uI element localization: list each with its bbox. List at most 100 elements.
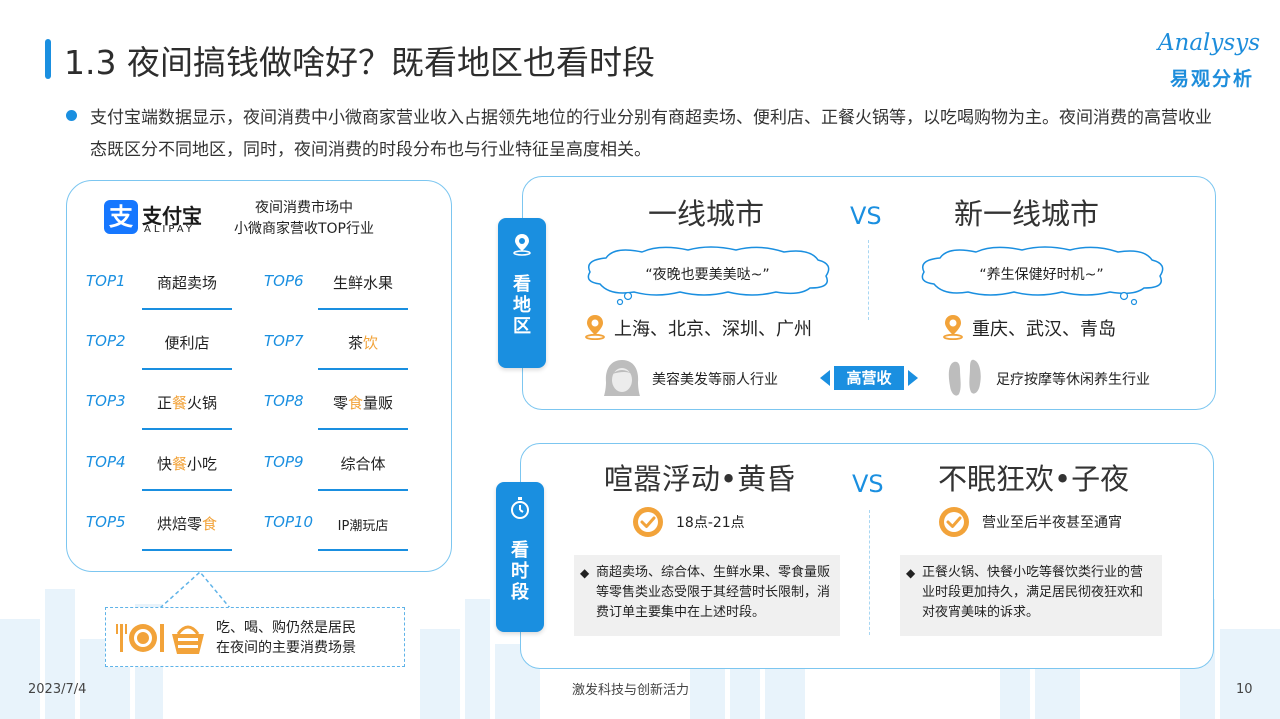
location-pin-icon bbox=[513, 234, 531, 256]
top-industries-panel bbox=[66, 180, 452, 572]
panel-title-line1: 夜间消费市场中 bbox=[255, 200, 353, 216]
top-name: 便利店 bbox=[164, 334, 210, 352]
callout-text: 吃、喝、购仍然是居民 在夜间的主要消费场景 bbox=[216, 618, 356, 658]
top-item: TOP2 便利店 bbox=[86, 332, 286, 372]
dusk-description-text: 商超卖场、综合体、生鲜水果、零食量贩等零售类业态受限于其经营时长限制，消费订单主… bbox=[596, 565, 831, 620]
feet-icon bbox=[948, 359, 981, 396]
map-pin-icon bbox=[943, 315, 963, 340]
top-name: 正餐火锅 bbox=[156, 394, 218, 412]
top-name: 零食量贩 bbox=[332, 394, 394, 412]
analysys-logo: Analysys 易观分析 bbox=[1130, 30, 1260, 92]
top-underline bbox=[318, 549, 408, 551]
top-name: 烘焙零食 bbox=[156, 515, 218, 533]
top-underline bbox=[318, 489, 408, 491]
top-rank: TOP3 bbox=[86, 392, 126, 410]
callout-line1: 吃、喝、购仍然是居民 bbox=[216, 620, 356, 636]
top-rank: TOP1 bbox=[86, 272, 126, 290]
top-item: TOP1 商超卖场 bbox=[86, 272, 286, 312]
top-name: 茶饮 bbox=[347, 334, 379, 352]
time-tab: 看 时 段 bbox=[496, 482, 544, 632]
footer-date: 2023/7/4 bbox=[28, 682, 87, 697]
shopping-basket-icon bbox=[172, 625, 204, 654]
high-revenue-badge: 高营收 bbox=[820, 366, 918, 390]
callout-box: 吃、喝、购仍然是居民 在夜间的主要消费场景 bbox=[105, 607, 405, 667]
top-underline bbox=[318, 368, 408, 370]
badge-arrow-right bbox=[908, 370, 918, 386]
dusk-time-label: 18点-21点 bbox=[676, 515, 745, 531]
top-item: TOP9 综合体 bbox=[264, 453, 464, 493]
midnight-description-text: 正餐火锅、快餐小吃等餐饮类行业的营业时段更加持久，满足居民彻夜狂欢和对夜宵美味的… bbox=[922, 565, 1144, 620]
dusk-heading: 喧嚣浮动•黄昏 bbox=[604, 462, 796, 496]
time-vs: VS bbox=[852, 470, 884, 498]
top-underline bbox=[142, 489, 232, 491]
page-title: 1.3 夜间搞钱做啥好？既看地区也看时段 bbox=[64, 43, 655, 82]
woman-face-icon bbox=[604, 360, 640, 396]
bullet-dot bbox=[66, 110, 77, 121]
panel-title: 夜间消费市场中 小微商家营收TOP行业 bbox=[224, 198, 384, 240]
top-rank: TOP8 bbox=[264, 392, 304, 410]
stopwatch-icon bbox=[511, 497, 529, 519]
tier1-city-list: 上海、北京、深圳、广州 bbox=[614, 319, 812, 340]
cloud-bubble-icon bbox=[587, 246, 830, 306]
check-circle-icon bbox=[633, 507, 663, 537]
new-tier1-industry-label: 足疗按摩等休闲养生行业 bbox=[996, 372, 1150, 388]
top-rank: TOP2 bbox=[86, 332, 126, 350]
region-tab-label: 看 地 区 bbox=[513, 274, 531, 337]
midnight-heading: 不眠狂欢•子夜 bbox=[938, 462, 1130, 496]
tier1-industry-label: 美容美发等丽人行业 bbox=[652, 372, 778, 388]
top-rank: TOP4 bbox=[86, 453, 126, 471]
badge-label: 高营收 bbox=[834, 366, 904, 390]
top-rank: TOP5 bbox=[86, 513, 126, 531]
badge-arrow-left bbox=[820, 370, 830, 386]
cloud-bubble-icon bbox=[921, 246, 1164, 306]
top-underline bbox=[142, 368, 232, 370]
top-item: TOP4 快餐小吃 bbox=[86, 453, 286, 493]
panel-title-line2: 小微商家营收TOP行业 bbox=[233, 221, 374, 237]
top-rank: TOP10 bbox=[264, 513, 314, 531]
alipay-en: ALIPAY bbox=[144, 224, 195, 235]
tier1-thought-bubble: “夜晚也要美美哒~” bbox=[580, 244, 835, 306]
top-underline bbox=[318, 308, 408, 310]
top-underline bbox=[318, 428, 408, 430]
region-tab: 看 地 区 bbox=[498, 218, 546, 368]
tier1-heading: 一线城市 bbox=[648, 197, 765, 231]
diamond-bullet: ◆ bbox=[906, 566, 916, 580]
footer-tagline: 激发科技与创新活力 bbox=[572, 683, 690, 698]
top-item: TOP5 烘焙零食 bbox=[86, 513, 286, 553]
top-rank: TOP6 bbox=[264, 272, 304, 290]
top-item: TOP10 IP潮玩店 bbox=[264, 513, 464, 553]
top-underline bbox=[142, 549, 232, 551]
map-pin-icon bbox=[585, 315, 605, 340]
top-name: 商超卖场 bbox=[156, 274, 217, 292]
new-tier1-thought-bubble: “养生保健好时机~” bbox=[914, 244, 1169, 306]
callout-pointer bbox=[159, 570, 231, 609]
top-item: TOP6 生鲜水果 bbox=[264, 272, 464, 312]
new-tier1-heading: 新一线城市 bbox=[954, 197, 1100, 231]
midnight-time-label: 营业至后半夜甚至通宵 bbox=[982, 515, 1122, 531]
callout-line2: 在夜间的主要消费场景 bbox=[216, 640, 356, 656]
intro-paragraph: 支付宝端数据显示，夜间消费中小微商家营业收入占据领先地位的行业分别有商超卖场、便… bbox=[90, 108, 1212, 160]
top-item: TOP8 零食量贩 bbox=[264, 392, 464, 432]
top-name: 快餐小吃 bbox=[156, 455, 218, 473]
page-number: 10 bbox=[1236, 682, 1253, 697]
tier1-quote: “夜晚也要美美哒~” bbox=[645, 267, 770, 283]
top-item: TOP7 茶饮 bbox=[264, 332, 464, 372]
time-tab-label: 看 时 段 bbox=[511, 540, 529, 603]
top-name: 生鲜水果 bbox=[332, 274, 393, 292]
top-name: IP潮玩店 bbox=[337, 519, 389, 534]
midnight-description: ◆ 正餐火锅、快餐小吃等餐饮类行业的营业时段更加持久，满足居民彻夜狂欢和对夜宵美… bbox=[900, 555, 1162, 636]
region-divider bbox=[868, 240, 869, 320]
top-name: 综合体 bbox=[340, 455, 386, 473]
logo-en: Analysys bbox=[1157, 30, 1260, 56]
diamond-bullet: ◆ bbox=[580, 566, 590, 580]
top-rank: TOP9 bbox=[264, 453, 304, 471]
top-underline bbox=[142, 428, 232, 430]
top-rank: TOP7 bbox=[264, 332, 304, 350]
alipay-cn: 支付宝 bbox=[142, 204, 202, 228]
region-vs: VS bbox=[850, 202, 882, 230]
alipay-mark-icon: 支 bbox=[104, 200, 138, 234]
time-divider bbox=[869, 510, 870, 635]
dusk-description: ◆ 商超卖场、综合体、生鲜水果、零食量贩等零售类业态受限于其经营时长限制，消费订… bbox=[574, 555, 840, 636]
check-circle-icon bbox=[939, 507, 969, 537]
restaurant-icon bbox=[116, 624, 204, 654]
